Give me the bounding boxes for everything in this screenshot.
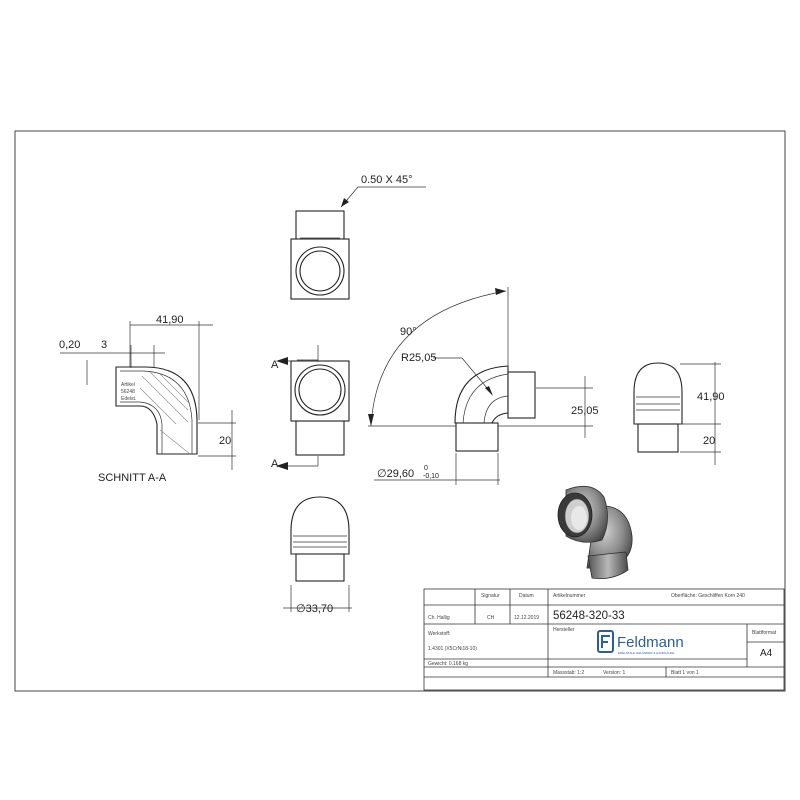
section-label: SCHNITT A-A <box>98 472 167 484</box>
section-height-dim: 20 <box>219 435 231 447</box>
angle-dim: 90° <box>400 326 417 338</box>
bottom-diameter-dim: ∅33,70 <box>296 603 333 615</box>
tb-massstab: Massstab: 1:2 <box>553 670 584 676</box>
tb-artikelnummer: 56248-320-33 <box>553 610 625 622</box>
tb-artikel-label: Artikelnummer <box>553 593 586 599</box>
tb-datum: 12.12.2019 <box>514 615 539 621</box>
chamfer-dim: 0.50 X 45° <box>361 174 413 186</box>
tb-signatur-label: Signatur <box>481 593 500 599</box>
tb-gewicht: Gewicht: 0.168 kg <box>428 661 468 667</box>
section-width-dim: 41,90 <box>156 314 184 326</box>
tolerance-lower: -0,10 <box>423 473 439 480</box>
section-offset-3: 3 <box>101 339 107 351</box>
tb-blattformat: A4 <box>760 648 773 659</box>
tube-diameter-dim: ∅29,60 <box>377 468 414 480</box>
front-view <box>276 345 350 470</box>
center-height-dim: 25,05 <box>571 405 599 417</box>
tb-blatt: Blatt 1 von 1 <box>671 670 699 676</box>
tb-blattformat-label: Blattformat <box>752 630 777 636</box>
section-view: Artikel 56248 Edelst. <box>60 321 236 470</box>
iso-view <box>557 485 633 580</box>
feldmann-logo: Feldmann EDELSTAHL GELÄNDER & HANDLÄUFE <box>597 630 684 655</box>
logo-text: Feldmann <box>617 634 684 651</box>
section-mini-text-2: 56248 <box>121 389 135 395</box>
tolerance-upper: 0 <box>424 465 428 472</box>
cut-marker-bottom: A <box>271 458 279 470</box>
tb-version: Version: 1 <box>603 670 625 676</box>
elbow-view <box>368 287 593 485</box>
side-height-dim: 41,90 <box>697 391 725 403</box>
title-block <box>423 588 785 691</box>
section-mini-text-1: Artikel <box>121 382 135 388</box>
radius-dim: R25,05 <box>401 352 436 364</box>
drawing-frame <box>14 130 786 692</box>
cut-marker-top: A <box>271 359 279 371</box>
tb-werkstoff-label: Werkstoff: <box>428 631 450 637</box>
tb-oberflaeche: Oberfläche: Geschliffen Korn 240 <box>671 593 745 599</box>
bottom-view <box>283 496 352 612</box>
side-lower-dim: 20 <box>703 435 715 447</box>
tb-name: Ch. Hallig <box>428 615 450 621</box>
tb-werkstoff: 1.4301 (X5CrNi18-10) <box>428 646 477 652</box>
tb-signatur: CH <box>487 615 495 621</box>
section-mini-text-3: Edelst. <box>121 396 136 402</box>
tb-hersteller-label: Hersteller <box>553 627 575 633</box>
logo-subtext: EDELSTAHL GELÄNDER & HANDLÄUFE <box>618 651 674 655</box>
top-view <box>290 186 426 300</box>
tb-datum-label: Datum <box>519 593 534 599</box>
side-view <box>633 362 721 465</box>
section-offset-small: 0,20 <box>59 339 80 351</box>
